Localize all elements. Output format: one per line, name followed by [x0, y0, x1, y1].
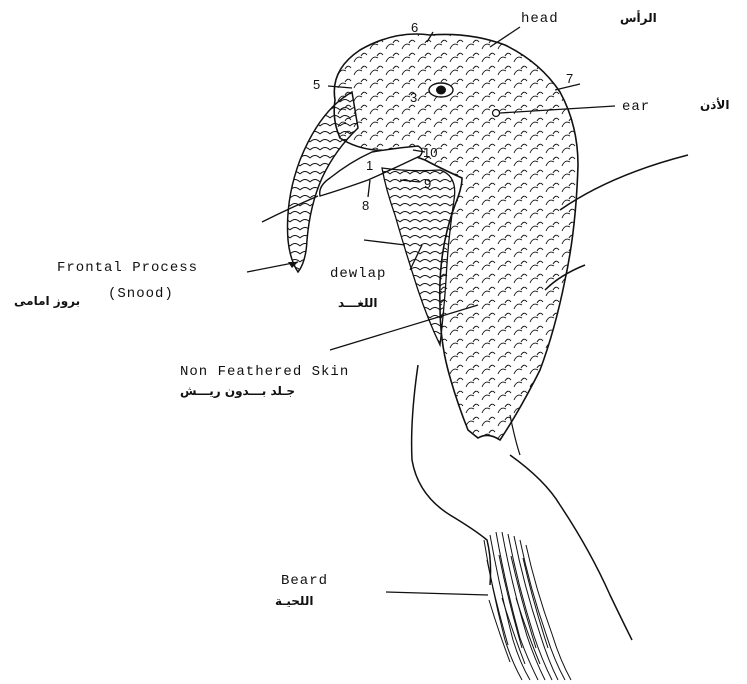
label-head-arabic: الرأس: [620, 11, 657, 25]
label-non-feathered-arabic: جـلد بـــدون ريـــش: [180, 384, 295, 398]
part-number-6: 6: [411, 20, 418, 35]
ear-opening: [493, 110, 500, 117]
beard-leader-line: [386, 592, 488, 595]
label-head: head: [521, 11, 559, 27]
label-frontal-arabic: بروز امامى: [14, 294, 80, 308]
label-beard: Beard: [281, 573, 328, 589]
label-frontal-process: Frontal Process: [57, 260, 198, 276]
label-dewlap-arabic: اللغـــد: [338, 296, 378, 310]
head-leader-line: [490, 27, 520, 47]
label-ear: ear: [622, 99, 650, 115]
beard-shape: [484, 532, 571, 680]
head-outline: [334, 34, 578, 440]
label-ear-arabic: الأذن: [700, 98, 729, 112]
part-number-8: 8: [362, 198, 369, 213]
part-number-7: 7: [566, 71, 573, 86]
label-dewlap: dewlap: [330, 266, 386, 282]
part-number-9: 9: [424, 176, 431, 191]
label-snood: (Snood): [108, 286, 174, 302]
label-beard-arabic: اللحيـة: [275, 594, 313, 608]
part-number-1: 1: [366, 158, 373, 173]
label-non-feathered-skin: Non Feathered Skin: [180, 364, 349, 380]
part-number-5: 5: [313, 77, 320, 92]
part-number-10: 10: [423, 145, 437, 160]
part-number-3: 3: [410, 90, 417, 105]
